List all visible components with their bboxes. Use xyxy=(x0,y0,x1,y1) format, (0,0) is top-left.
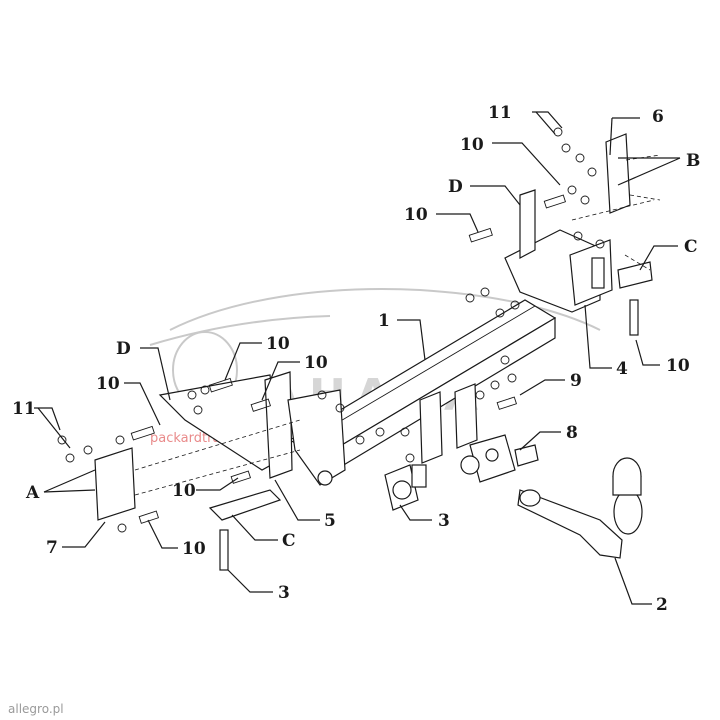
callout-10-b: 10 xyxy=(304,353,328,373)
fastener-clusters xyxy=(57,127,605,533)
callout-10-left: 10 xyxy=(96,374,120,394)
callout-3-bottom: 3 xyxy=(278,583,290,603)
callout-d-top: D xyxy=(448,177,463,197)
callout-11-top: 11 xyxy=(488,103,512,123)
callout-8: 8 xyxy=(566,423,578,443)
bolt-group-center xyxy=(317,287,520,463)
callout-5: 5 xyxy=(324,511,336,531)
callout-10-mid: 10 xyxy=(172,481,196,501)
callout-2: 2 xyxy=(656,595,668,615)
callout-c-left: C xyxy=(282,531,296,551)
image-credit: allegro.pl xyxy=(8,702,64,716)
callout-10-bl: 10 xyxy=(182,539,206,559)
right-lower-bracket xyxy=(617,261,653,336)
callout-3-mid: 3 xyxy=(438,511,450,531)
callout-10-top: 10 xyxy=(460,135,484,155)
callout-6: 6 xyxy=(652,107,664,127)
callout-b: B xyxy=(686,151,700,171)
callout-labels: 11 6 10 B D 10 C 1 D 10 10 4 10 10 9 11 … xyxy=(12,103,700,615)
callout-1: 1 xyxy=(378,311,390,331)
callout-c-right: C xyxy=(684,237,698,257)
electrical-socket xyxy=(460,434,539,483)
callout-d-left: D xyxy=(116,339,131,359)
callout-7: 7 xyxy=(46,538,58,558)
right-top-plate xyxy=(605,133,631,214)
center-mounting-plates xyxy=(287,383,478,486)
bolt-group-top-right xyxy=(468,127,605,249)
leader-lines xyxy=(34,111,681,605)
right-side-bracket xyxy=(504,189,613,313)
alignment-lines xyxy=(134,154,661,496)
socket-bracket xyxy=(384,464,427,511)
callout-9: 9 xyxy=(570,371,582,391)
callout-10-a: 10 xyxy=(266,334,290,354)
bolt-group-left xyxy=(57,377,518,533)
tow-ball-neck xyxy=(517,457,643,559)
left-plate xyxy=(94,447,136,521)
callout-a: A xyxy=(25,483,40,503)
left-lower-bracket xyxy=(208,489,282,571)
callout-10-right: 10 xyxy=(666,356,690,376)
left-side-bracket xyxy=(158,371,293,479)
callout-4: 4 xyxy=(616,359,628,379)
callout-11-left: 11 xyxy=(12,399,36,419)
callout-10-d: 10 xyxy=(404,205,428,225)
